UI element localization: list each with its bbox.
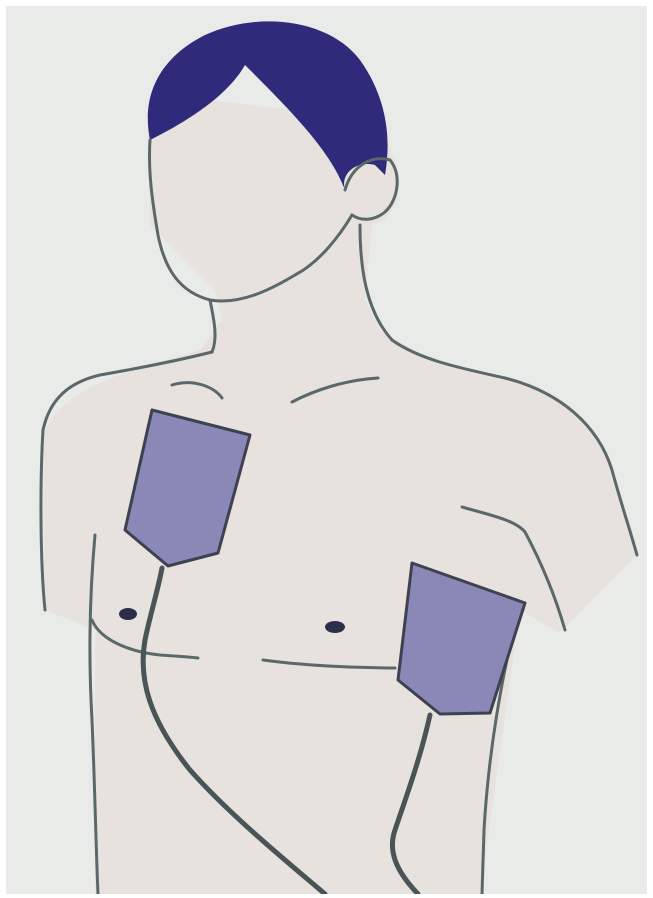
illustration-panel bbox=[6, 6, 647, 894]
aed-pad-placement-illustration bbox=[6, 6, 647, 894]
left-nipple bbox=[325, 621, 345, 633]
right-nipple bbox=[119, 608, 137, 620]
